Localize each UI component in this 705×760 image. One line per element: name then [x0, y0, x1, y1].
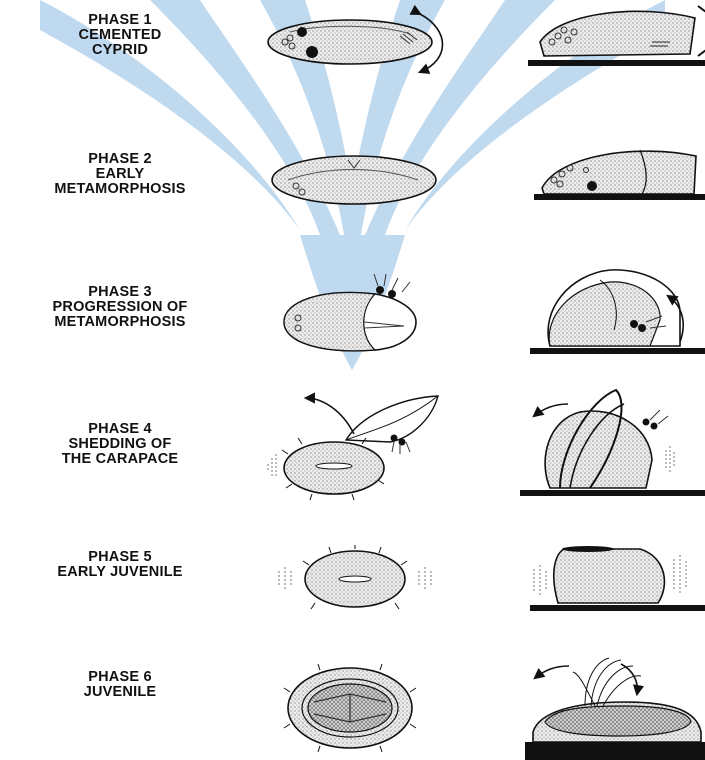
phase-2-title: PHASE 2	[0, 152, 240, 167]
phase-4-line-1: SHEDDING OF	[0, 437, 240, 452]
phase-1-row: PHASE 1 CEMENTED CYPRID	[0, 0, 705, 90]
phase-1-line-2: CYPRID	[0, 43, 240, 58]
phase-4-label: PHASE 4 SHEDDING OF THE CARAPACE	[0, 422, 240, 467]
phase-4-side-view	[520, 380, 705, 505]
phase-3-row: PHASE 3 PROGRESSION OF METAMORPHOSIS	[0, 260, 705, 360]
phase-1-side-view	[520, 2, 705, 74]
phase-4-top-view	[262, 384, 452, 504]
phase-2-row: PHASE 2 EARLY METAMORPHOSIS	[0, 140, 705, 220]
phase-6-label: PHASE 6 JUVENILE	[0, 670, 240, 700]
phase-5-row: PHASE 5 EARLY JUVENILE	[0, 535, 705, 620]
phase-6-title: PHASE 6	[0, 670, 240, 685]
phase-5-side-view	[520, 535, 705, 620]
phase-1-label: PHASE 1 CEMENTED CYPRID	[0, 13, 240, 58]
phase-6-row: PHASE 6 JUVENILE	[0, 650, 705, 760]
phase-2-top-view	[268, 150, 448, 210]
phase-3-title: PHASE 3	[0, 285, 240, 300]
phase-2-line-2: METAMORPHOSIS	[0, 182, 240, 197]
phase-3-line-1: PROGRESSION OF	[0, 300, 240, 315]
phase-3-line-2: METAMORPHOSIS	[0, 315, 240, 330]
phase-5-top-view	[275, 545, 445, 615]
phase-6-side-view	[525, 650, 705, 760]
phase-6-top-view	[270, 658, 440, 758]
phase-5-label: PHASE 5 EARLY JUVENILE	[0, 550, 240, 580]
phase-6-line-1: JUVENILE	[0, 685, 240, 700]
phase-1-line-1: CEMENTED	[0, 28, 240, 43]
phase-5-line-1: EARLY JUVENILE	[0, 565, 240, 580]
phase-2-side-view	[530, 140, 705, 204]
phase-3-side-view	[530, 260, 705, 360]
phase-1-title: PHASE 1	[0, 13, 240, 28]
phase-4-row: PHASE 4 SHEDDING OF THE CARAPACE	[0, 380, 705, 505]
phase-2-line-1: EARLY	[0, 167, 240, 182]
phase-3-label: PHASE 3 PROGRESSION OF METAMORPHOSIS	[0, 285, 240, 330]
phase-4-line-2: THE CARAPACE	[0, 452, 240, 467]
phase-2-label: PHASE 2 EARLY METAMORPHOSIS	[0, 152, 240, 197]
phase-4-title: PHASE 4	[0, 422, 240, 437]
phase-5-title: PHASE 5	[0, 550, 240, 565]
phase-1-top-view	[260, 10, 460, 80]
phase-3-top-view	[280, 270, 430, 360]
